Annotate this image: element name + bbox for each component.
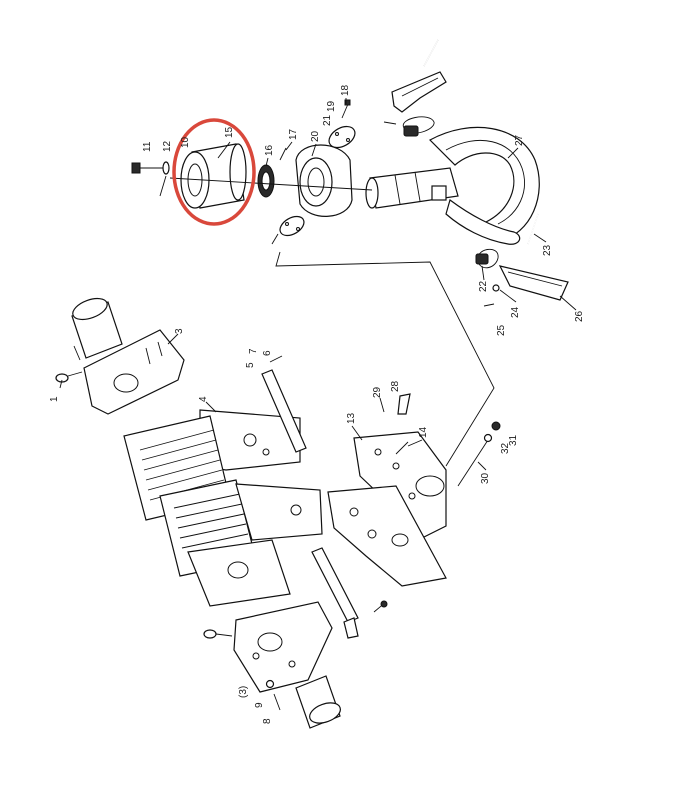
callout-25: 25 <box>496 324 507 336</box>
callout-11: 11 <box>142 141 153 152</box>
callout-27: 27 <box>514 134 525 146</box>
callout-21: 21 <box>322 114 333 126</box>
part-hub <box>180 143 247 209</box>
callout-4: 4 <box>198 396 209 402</box>
sheave-assembly <box>55 297 501 729</box>
callout-7: 7 <box>248 348 259 354</box>
part-side-plate-3-lower <box>233 601 333 693</box>
part-screw-bottom <box>271 233 279 245</box>
highlight-circle <box>172 118 256 226</box>
part-washer-9 <box>265 679 275 689</box>
part-roller-top <box>71 297 123 359</box>
part-roller-bottom <box>295 675 341 729</box>
part-bolt-30 <box>457 439 489 487</box>
part-washer-32 <box>483 433 493 443</box>
callout-16: 16 <box>264 144 275 156</box>
callout-29: 29 <box>372 386 383 398</box>
part-pin-6 <box>269 355 283 363</box>
callout-19: 19 <box>326 100 337 112</box>
callout-23: 23 <box>542 244 553 256</box>
part-bracket-26 <box>498 265 569 301</box>
callout-8: 8 <box>262 718 273 724</box>
part-flange-top <box>328 125 356 149</box>
part-screw-25 <box>483 303 495 307</box>
callout-28: 28 <box>390 380 401 392</box>
callout-1: 1 <box>49 396 60 402</box>
connection-line <box>275 251 495 467</box>
callout-24: 24 <box>510 306 521 318</box>
part-nut-31 <box>491 421 501 431</box>
part-screw-29 <box>379 397 385 413</box>
callout-10: 10 <box>180 136 191 148</box>
part-flange-bottom <box>279 215 305 237</box>
callout-30: 30 <box>480 472 491 484</box>
part-pin-10 <box>159 175 167 197</box>
part-screw-17 <box>279 147 287 161</box>
part-pin-23 <box>527 213 539 245</box>
leader-lines <box>59 98 577 471</box>
hook-assembly <box>131 39 569 307</box>
part-washer-12 <box>162 161 170 175</box>
callout-20: 20 <box>310 130 321 142</box>
callout-6: 6 <box>262 350 273 356</box>
callout-12: 12 <box>162 140 173 152</box>
part-pin-lower <box>343 600 388 639</box>
part-pin-28 <box>397 393 411 415</box>
part-plate-middle <box>235 483 323 541</box>
part-spring-top <box>402 116 435 137</box>
part-side-plate-3 <box>83 329 185 415</box>
part-bearing <box>257 164 275 198</box>
part-hook <box>429 126 540 245</box>
callout-14: 14 <box>418 426 429 438</box>
part-bolt-8 <box>273 693 281 711</box>
callout-labels: 1 3 (3) 4 5 6 7 8 9 10 11 12 13 14 15 16… <box>49 84 585 724</box>
callout-3b: (3) <box>238 686 249 698</box>
part-bolt-11 <box>131 162 164 174</box>
callout-5: 5 <box>245 362 256 368</box>
callout-22: 22 <box>478 280 489 292</box>
part-eyebolt-bottom <box>203 629 233 639</box>
part-screw-top <box>383 121 397 125</box>
part-bolt-upper <box>73 345 81 361</box>
callout-32: 32 <box>500 442 511 454</box>
part-link-bar-lower <box>311 547 359 623</box>
callout-18: 18 <box>340 84 351 96</box>
callout-15: 15 <box>224 126 235 138</box>
part-bracket-top <box>391 71 447 113</box>
part-spring-bottom <box>475 248 499 269</box>
part-plate-right-lower <box>327 485 447 587</box>
part-screw-24 <box>492 284 500 292</box>
part-plate-13 <box>353 431 447 541</box>
part-plate-lower <box>187 539 291 607</box>
part-pin-top <box>423 39 439 67</box>
callout-13: 13 <box>346 412 357 424</box>
part-screw-14 <box>395 441 409 455</box>
callout-26: 26 <box>574 310 585 322</box>
callout-31: 31 <box>508 434 519 446</box>
part-shaft <box>365 167 459 209</box>
callout-3: 3 <box>174 328 185 334</box>
callout-9: 9 <box>254 702 265 708</box>
part-screw-18 <box>341 99 351 119</box>
callout-17: 17 <box>288 128 299 140</box>
part-eyebolt-1 <box>55 371 83 383</box>
part-swivel-housing <box>295 144 353 217</box>
part-link-bar <box>261 369 307 453</box>
